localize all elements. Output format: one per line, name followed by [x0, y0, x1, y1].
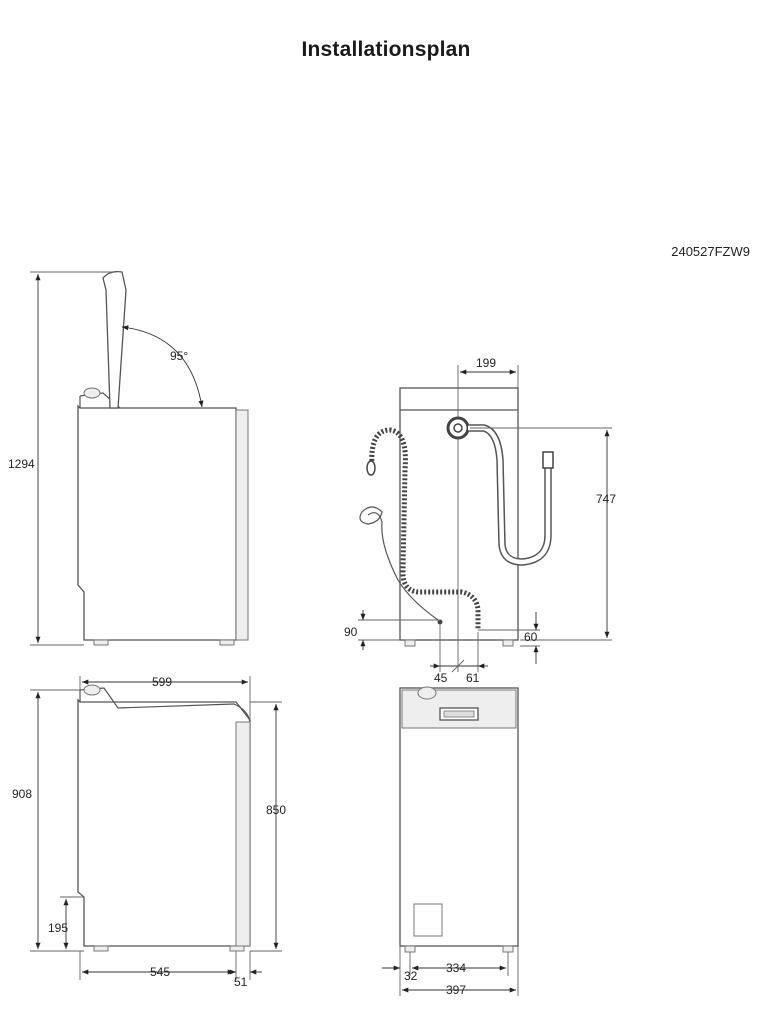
front-feet-span-label: 334: [446, 961, 466, 975]
plinth-height-label: 195: [48, 921, 68, 935]
top-lid-closed: [79, 687, 251, 723]
machine-body-side-closed: [77, 698, 251, 947]
lid-angle-arc: [121, 325, 204, 408]
side-view-lid-closed: 599 908 850 195 545 51: [12, 675, 286, 989]
front-view: 334 32 397: [382, 686, 519, 997]
outlet-left-label: 45: [434, 671, 448, 685]
depth-total-label: 599: [152, 675, 172, 689]
page-title: Installationsplan: [301, 38, 471, 61]
drain-hose-end-icon: [366, 460, 376, 476]
lid-angle-label: 95°: [170, 349, 188, 363]
foot-height-label: 60: [524, 630, 538, 644]
open-lid: [102, 270, 127, 409]
machine-body-front: [399, 687, 519, 947]
knob-icon: [83, 387, 101, 399]
service-flap: [413, 903, 443, 937]
power-cable: [367, 512, 439, 621]
drain-height-label: 90: [344, 625, 358, 639]
rear-panel: [235, 409, 249, 641]
knob-icon: [83, 684, 101, 696]
rear-view: 199 747 90 60 45 61: [344, 356, 616, 685]
height-total-label: 908: [12, 787, 32, 801]
side-view-lid-open: 95° 1294: [8, 270, 249, 646]
front-foot: [93, 639, 109, 646]
depth-body-label: 545: [150, 965, 170, 979]
hose-offset-top-label: 199: [476, 356, 496, 370]
machine-body-side: [77, 404, 237, 641]
power-plug-icon: [359, 506, 383, 525]
knob-icon: [417, 686, 437, 700]
hose-height-label: 747: [596, 492, 616, 506]
width-total-label: 397: [446, 983, 466, 997]
drain-hose: [369, 427, 481, 630]
height-open-label: 1294: [8, 457, 35, 471]
height-body-label: 850: [266, 803, 286, 817]
rear-foot: [219, 639, 235, 646]
inlet-hose-connector-icon: [542, 451, 554, 469]
diagram-code: 240527FZW9: [671, 244, 750, 259]
front-side-offset-label: 32: [404, 969, 418, 983]
depth-rear-label: 51: [234, 975, 248, 989]
outlet-right-label: 61: [466, 671, 480, 685]
